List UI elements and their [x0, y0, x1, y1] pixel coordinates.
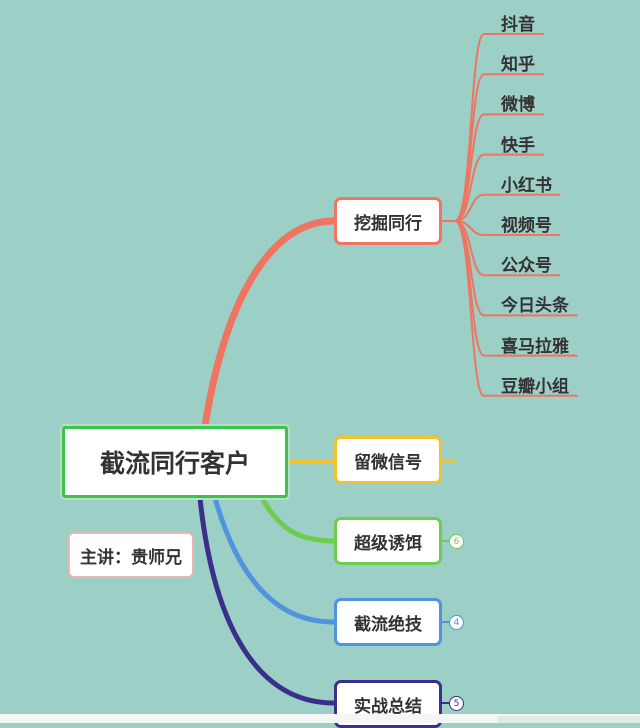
- connector-line: [212, 495, 337, 625]
- leaf-item[interactable]: 视频号: [501, 216, 552, 236]
- presenter-note[interactable]: 主讲：贵师兄: [68, 532, 194, 578]
- connector-line: [201, 217, 338, 430]
- leaf-item[interactable]: 小红书: [501, 175, 552, 196]
- collapsed-count-badge[interactable]: 5: [449, 696, 464, 711]
- leaf-item[interactable]: 抖音: [501, 15, 535, 35]
- leaf-item[interactable]: 微博: [501, 95, 535, 116]
- connector-line: [197, 495, 337, 706]
- leaf-item[interactable]: 今日头条: [501, 296, 569, 317]
- horizontal-scrollbar[interactable]: [0, 714, 640, 723]
- collapsed-count-badge[interactable]: 6: [449, 534, 464, 549]
- branch-node-super-bait[interactable]: 超级诱饵: [334, 517, 442, 565]
- connector-line: [441, 220, 578, 397]
- branch-node-intercept-skill[interactable]: 截流绝技: [334, 598, 442, 646]
- leaf-item[interactable]: 喜马拉雅: [501, 336, 569, 357]
- scrollbar-thumb[interactable]: [498, 716, 640, 723]
- collapsed-count-badge[interactable]: 4: [449, 615, 464, 630]
- leaf-item[interactable]: 知乎: [501, 55, 535, 76]
- leaf-item[interactable]: 快手: [501, 135, 535, 156]
- branch-node-wechat-id[interactable]: 留微信号: [334, 436, 442, 484]
- leaf-item[interactable]: 豆瓣小组: [501, 376, 569, 397]
- leaf-item[interactable]: 公众号: [501, 256, 552, 277]
- connector-line: [259, 495, 337, 544]
- root-node[interactable]: 截流同行客户: [62, 426, 288, 498]
- branch-node-dig-peers[interactable]: 挖掘同行: [334, 197, 442, 245]
